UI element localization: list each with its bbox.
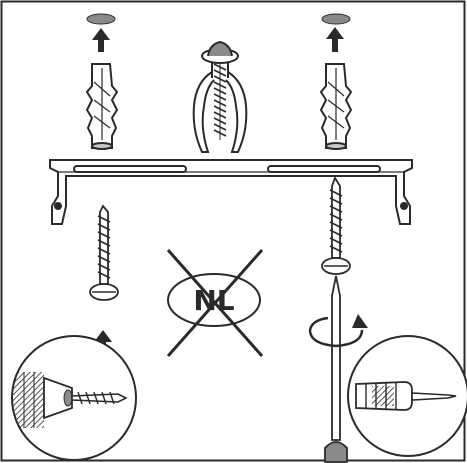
- ceiling-hole-right: [322, 14, 350, 24]
- drill-icon: [10, 336, 136, 460]
- ceiling-hole-left: [87, 14, 115, 24]
- screwdriver-icon: [348, 336, 467, 456]
